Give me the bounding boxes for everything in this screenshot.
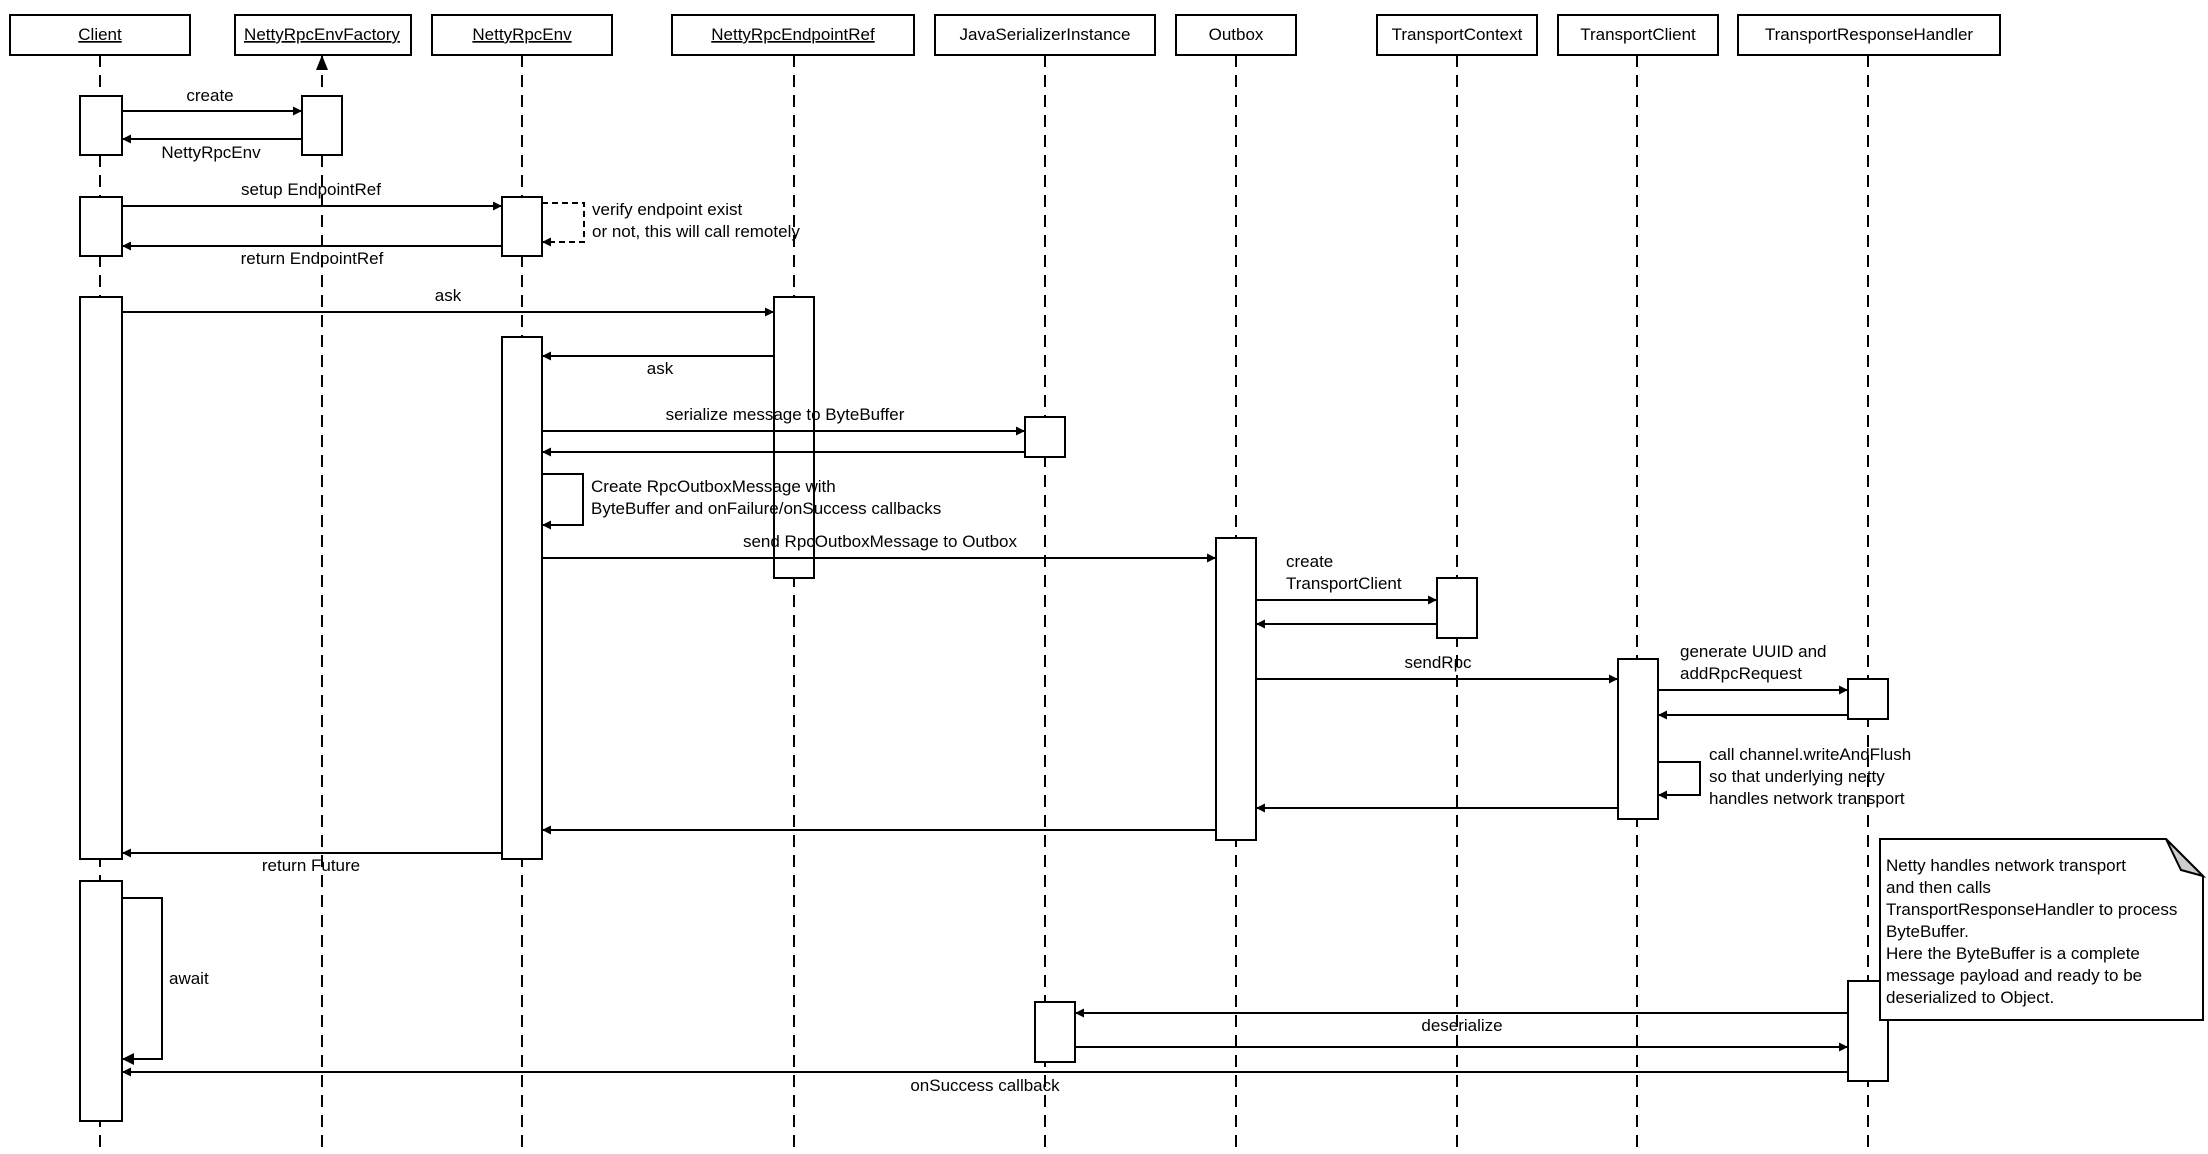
factory-lifeline-arrowhead [316,55,328,70]
message-write-flush-line-3: handles network transport [1709,789,1905,808]
actor-headers: Client NettyRpcEnvFactory NettyRpcEnv Ne… [9,14,2001,56]
messages: create NettyRpcEnv setup EndpointRef ver… [122,55,1916,1095]
message-await-label: await [169,969,209,988]
actor-outbox: Outbox [1175,14,1297,56]
message-ask2-label: ask [647,359,674,378]
message-create-outbox-label: Create RpcOutboxMessage with ByteBuffer … [591,477,941,518]
actor-ref: NettyRpcEndpointRef [671,14,915,56]
message-create-outbox-line-2: ByteBuffer and onFailure/onSuccess callb… [591,499,941,518]
activation-trh-2 [1847,980,1889,1082]
message-verify-line-2: or not, this will call remotely [592,222,800,241]
message-create-client-label: create TransportClient [1286,552,1402,593]
activation-tctx-1 [1436,577,1478,639]
activation-outbox-1 [1215,537,1257,841]
message-create-client-line-1: create [1286,552,1333,571]
message-return-future-label: return Future [262,856,360,875]
note-line-1: Netty handles network transport [1886,856,2126,875]
activations [79,95,1889,1122]
message-create-outbox-arrow [542,473,584,530]
lifelines [99,55,1869,1154]
message-send-outbox-label: send RpcOutboxMessage to Outbox [743,532,1018,551]
message-write-flush-label: call channel.writeAndFlush so that under… [1709,745,1916,808]
message-await-arrow [122,897,163,1065]
actor-factory: NettyRpcEnvFactory [234,14,412,56]
actor-ser: JavaSerializerInstance [934,14,1156,56]
message-write-flush-line-1: call channel.writeAndFlush [1709,745,1911,764]
actor-tctx: TransportContext [1376,14,1538,56]
note-text: Netty handles network transport and then… [1886,856,2182,1007]
note-line-3: TransportResponseHandler to process [1886,900,2177,919]
note-line-2: and then calls [1886,878,1991,897]
message-gen-uuid-label: generate UUID and addRpcRequest [1680,642,1831,683]
message-write-flush-arrow [1658,761,1701,800]
note-fold [2165,838,2207,878]
message-verify-arrow [542,202,585,247]
actor-trh: TransportResponseHandler [1737,14,2001,56]
message-send-rpc-label: sendRpc [1404,653,1472,672]
activation-ser-2 [1034,1001,1076,1063]
note-line-7: deserialized to Object. [1886,988,2054,1007]
activation-tcli-1 [1617,658,1659,820]
activation-client-3 [79,296,123,860]
message-setup-label: setup EndpointRef [241,180,381,199]
message-on-success-label: onSuccess callback [910,1076,1060,1095]
actor-tctx-label: TransportContext [1392,25,1523,44]
actor-outbox-label: Outbox [1209,25,1264,44]
message-create-label: create [186,86,233,105]
message-gen-uuid-line-1: generate UUID and [1680,642,1826,661]
actor-client: Client [9,14,191,56]
activation-ref-1 [773,296,815,579]
message-verify-line-1: verify endpoint exist [592,200,743,219]
actor-factory-label: NettyRpcEnvFactory [244,25,400,44]
note: Netty handles network transport and then… [1879,838,2207,1021]
message-write-flush-line-2: so that underlying netty [1709,767,1885,786]
actor-client-label: Client [78,25,122,44]
actor-env-label: NettyRpcEnv [472,25,572,44]
message-serialize-label: serialize message to ByteBuffer [666,405,905,424]
note-line-5: Here the ByteBuffer is a complete [1886,944,2140,963]
message-create-client-line-2: TransportClient [1286,574,1402,593]
message-ask-label: ask [435,286,462,305]
note-box [1879,838,2204,1021]
activation-factory-1 [301,95,343,156]
message-deserialize-label: deserialize [1421,1016,1502,1035]
actor-ref-label: NettyRpcEndpointRef [711,25,875,44]
note-line-4: ByteBuffer. [1886,922,1969,941]
actor-env: NettyRpcEnv [431,14,613,56]
activation-ser-1 [1024,416,1066,458]
message-nettyrpcenv-label: NettyRpcEnv [161,143,261,162]
activation-env-2 [501,336,543,860]
actor-tcli-label: TransportClient [1580,25,1696,44]
actor-trh-label: TransportResponseHandler [1765,25,1974,44]
activation-env-1 [501,196,543,257]
activation-client-2 [79,196,123,257]
note-line-6: message payload and ready to be [1886,966,2142,985]
activation-trh-1 [1847,678,1889,720]
activation-client-1 [79,95,123,156]
actor-ser-label: JavaSerializerInstance [959,25,1130,44]
message-gen-uuid-line-2: addRpcRequest [1680,664,1802,683]
message-return-ref-label: return EndpointRef [241,249,384,268]
actor-tcli: TransportClient [1557,14,1719,56]
message-verify-label: verify endpoint exist or not, this will … [592,200,800,241]
message-create-outbox-line-1: Create RpcOutboxMessage with [591,477,836,496]
activation-client-4 [79,880,123,1122]
